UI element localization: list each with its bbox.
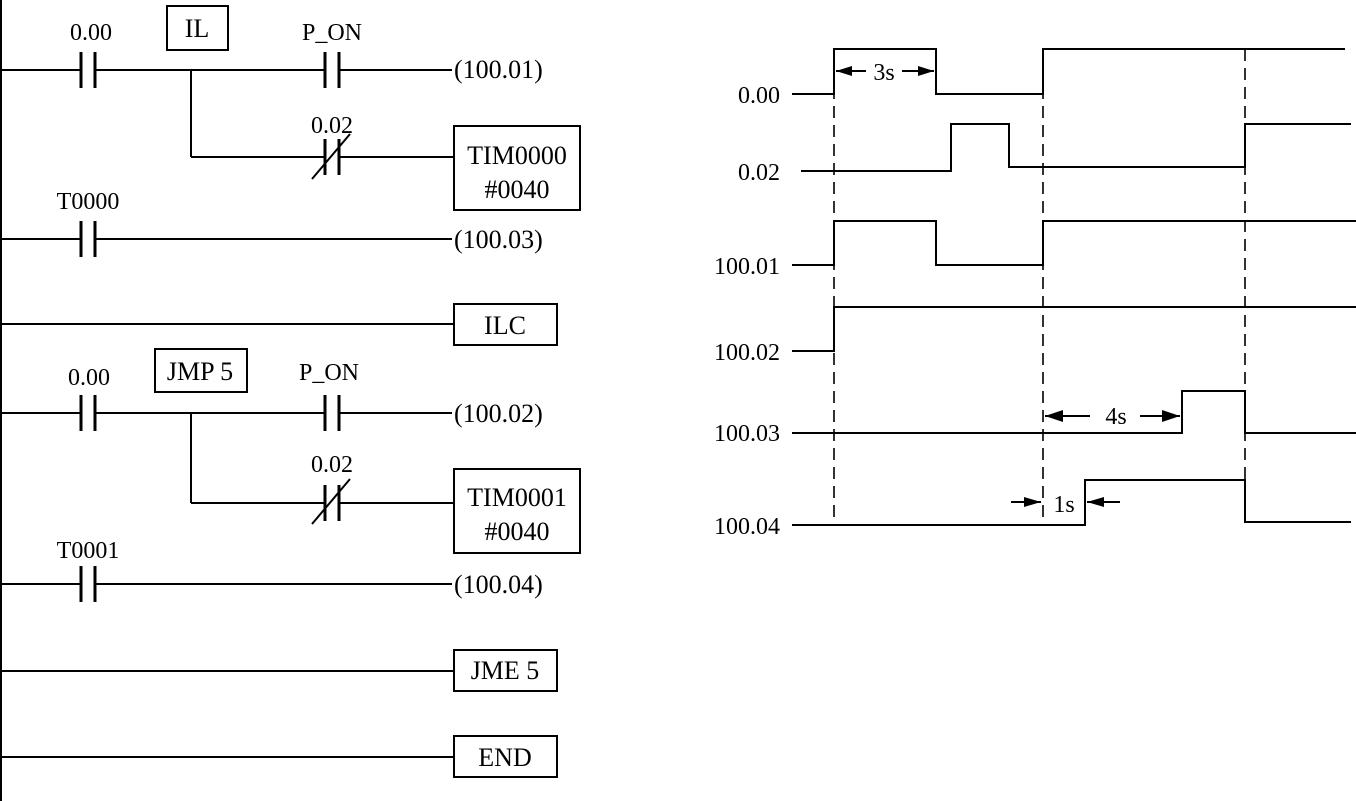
signal-label: 100.02 bbox=[714, 340, 780, 366]
instruction-box bbox=[453, 649, 558, 692]
annotation-4s: 4s bbox=[1045, 404, 1180, 430]
rung-5: T0001 (100.04) bbox=[1, 538, 543, 602]
signal-label: 100.03 bbox=[714, 421, 780, 447]
waveform-0-02 bbox=[801, 123, 1351, 172]
annotation-1s: 1s bbox=[1011, 492, 1120, 518]
instruction-box bbox=[453, 735, 558, 778]
waveform-100-04 bbox=[792, 479, 1351, 526]
instruction-label: JME 5 bbox=[471, 656, 540, 685]
instruction-label: ILC bbox=[484, 311, 526, 340]
instruction-box bbox=[154, 348, 248, 393]
timer-setting: #0040 bbox=[485, 175, 550, 204]
contact-no bbox=[79, 221, 97, 257]
coil-label: (100.02) bbox=[454, 399, 543, 428]
rung-4: 0.00 JMP 5 P_ON (100.02) 0.02 TIM0001 bbox=[1, 348, 581, 554]
rung-3: ILC bbox=[1, 303, 558, 346]
rung-7: END bbox=[1, 735, 558, 778]
rung-2: T0000 (100.03) bbox=[1, 189, 543, 257]
instruction-box bbox=[166, 5, 229, 51]
contact-no bbox=[79, 566, 97, 602]
contact-label: 0.02 bbox=[311, 113, 353, 139]
contact-nc bbox=[311, 478, 351, 525]
instruction-label: END bbox=[478, 743, 531, 772]
timer-label: TIM0000 bbox=[467, 141, 567, 170]
contact-no bbox=[323, 52, 341, 88]
timer-label: TIM0001 bbox=[467, 483, 567, 512]
waveform-100-01 bbox=[792, 220, 1356, 266]
signal-label: 100.04 bbox=[714, 514, 780, 540]
signal-label: 0.02 bbox=[738, 160, 780, 186]
contact-label: 0.02 bbox=[311, 452, 353, 478]
ladder-diagram: 0.00 IL P_ON (100.01) 0.02 TIM0000 bbox=[0, 0, 581, 801]
timing-diagram: 0.00 0.02 100.01 100.02 100.03 100.04 3s bbox=[714, 48, 1356, 540]
annotation-label: 3s bbox=[873, 60, 894, 86]
timer-box bbox=[453, 468, 581, 554]
instruction-label: JMP 5 bbox=[167, 357, 233, 386]
contact-label: T0001 bbox=[57, 538, 120, 564]
coil-label: (100.01) bbox=[454, 55, 543, 84]
contact-label: 0.00 bbox=[68, 365, 110, 391]
waveform-100-02 bbox=[792, 306, 1356, 352]
contact-label: P_ON bbox=[299, 360, 359, 386]
signal-label: 100.01 bbox=[714, 254, 780, 280]
contact-label: 0.00 bbox=[70, 20, 112, 46]
annotation-3s: 3s bbox=[836, 60, 934, 86]
timer-box bbox=[453, 125, 581, 211]
coil-label: (100.03) bbox=[454, 225, 543, 254]
coil-label: (100.04) bbox=[454, 570, 543, 599]
contact-no bbox=[323, 395, 341, 431]
instruction-box bbox=[453, 303, 558, 346]
contact-no bbox=[79, 395, 97, 431]
timer-setting: #0040 bbox=[485, 517, 550, 546]
contact-label: P_ON bbox=[302, 20, 362, 46]
rung-6: JME 5 bbox=[1, 649, 558, 692]
rung-1: 0.00 IL P_ON (100.01) 0.02 TIM0000 bbox=[1, 5, 581, 211]
instruction-label: IL bbox=[185, 14, 210, 43]
signal-label: 0.00 bbox=[738, 83, 780, 109]
contact-nc bbox=[311, 133, 351, 180]
contact-no bbox=[79, 52, 97, 88]
waveform-100-03 bbox=[792, 390, 1356, 434]
contact-label: T0000 bbox=[57, 189, 120, 215]
annotation-label: 1s bbox=[1053, 492, 1074, 518]
annotation-label: 4s bbox=[1105, 404, 1126, 430]
